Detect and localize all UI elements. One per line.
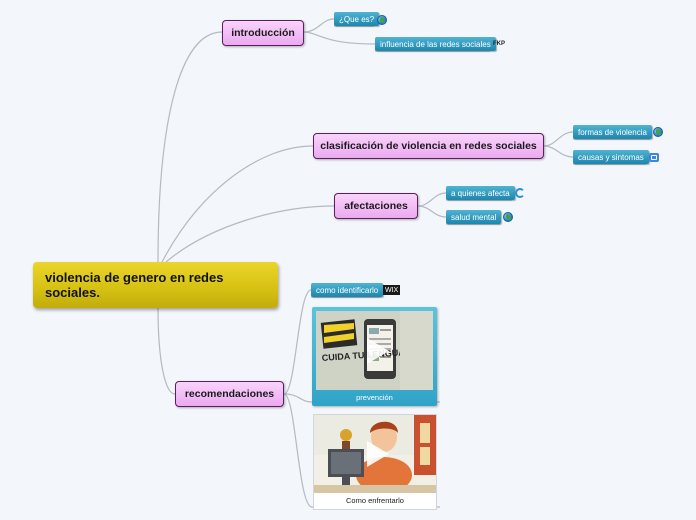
subtopic-como-identificarlo[interactable]: como identificarlo xyxy=(311,283,384,297)
main-topic-label: clasificación de violencia en redes soci… xyxy=(320,140,537,152)
subtopic-label: a quienes afecta xyxy=(451,188,510,198)
subtopic-formas-violencia[interactable]: formas de violencia xyxy=(573,125,652,139)
main-topic-afectaciones[interactable]: afectaciones xyxy=(334,193,418,219)
main-topic-introduccion[interactable]: introducción xyxy=(222,20,304,46)
subtopic-label: ¿Que es? xyxy=(339,14,375,24)
main-topic-clasificacion[interactable]: clasificación de violencia en redes soci… xyxy=(313,133,544,159)
video-thumbnail[interactable]: CUIDA TU LENGUAJE xyxy=(316,311,433,390)
main-topic-recomendaciones[interactable]: recomendaciones xyxy=(175,381,284,407)
subtopic-influencia-redes[interactable]: influencia de las redes sociales xyxy=(375,37,496,51)
fkp-tag[interactable]: FKP xyxy=(493,41,505,47)
video-caption: prevención xyxy=(356,393,393,402)
globe-link-icon[interactable] xyxy=(503,212,513,222)
subtopic-salud-mental[interactable]: salud mental xyxy=(446,210,502,224)
play-icon[interactable] xyxy=(367,441,389,467)
video-thumbnail[interactable] xyxy=(314,415,436,493)
subtopic-label: como identificarlo xyxy=(316,285,379,295)
subtopic-causas-sintomas[interactable]: causas y sintomas xyxy=(573,150,649,164)
subtopic-label: salud mental xyxy=(451,212,497,222)
globe-link-icon[interactable] xyxy=(653,127,663,137)
app-icon[interactable] xyxy=(649,153,659,162)
subtopic-label: influencia de las redes sociales xyxy=(380,39,491,49)
central-topic-label: violencia de genero en redes sociales. xyxy=(45,270,224,300)
video-card-prevencion[interactable]: CUIDA TU LENGUAJE prevención xyxy=(312,307,437,406)
main-topic-label: afectaciones xyxy=(344,200,408,212)
refresh-icon[interactable] xyxy=(515,188,525,198)
main-topic-label: recomendaciones xyxy=(184,388,275,400)
globe-link-icon[interactable] xyxy=(377,15,387,25)
wix-tag[interactable]: WIX xyxy=(383,285,401,295)
central-topic[interactable]: violencia de genero en redes sociales. xyxy=(33,262,278,308)
video-caption: Como enfrentarlo xyxy=(346,496,404,505)
subtopic-que-es[interactable]: ¿Que es? xyxy=(334,12,380,26)
main-topic-label: introducción xyxy=(231,27,295,39)
subtopic-label: causas y sintomas xyxy=(578,152,644,162)
subtopic-label: formas de violencia xyxy=(578,127,647,137)
video-card-como-enfrentarlo[interactable]: Como enfrentarlo xyxy=(313,414,437,510)
play-icon[interactable] xyxy=(366,337,389,364)
subtopic-a-quienes-afecta[interactable]: a quienes afecta xyxy=(446,186,515,200)
